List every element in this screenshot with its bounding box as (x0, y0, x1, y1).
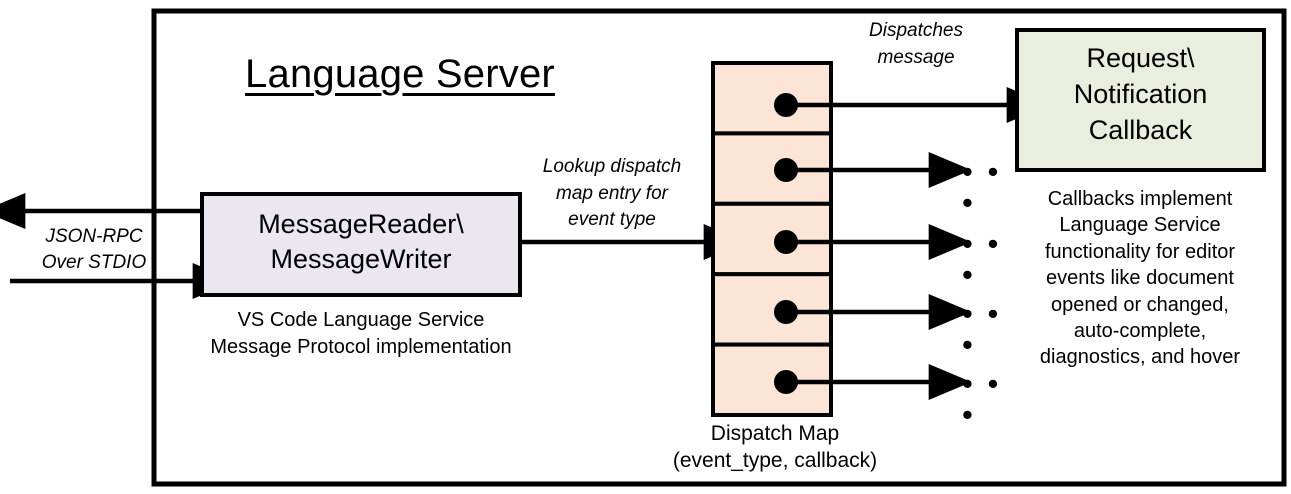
request-notification-callback-label: Request\ Notification Callback (1073, 43, 1208, 145)
message-reader-writer-label: MessageReader\ MessageWriter (258, 209, 464, 275)
dispatch-map-table[interactable] (711, 61, 833, 418)
ellipsis-row-2: • • • (962, 154, 1002, 220)
dispatch-map-row[interactable] (711, 272, 833, 347)
lookup-edge-label: Lookup dispatch map entry for event type (542, 156, 682, 231)
dispatches-edge-label: Dispatches message (869, 20, 963, 68)
ellipsis-row-4: • • • (962, 296, 1002, 362)
message-reader-writer-box[interactable] (200, 192, 522, 297)
dispatch-map-row[interactable] (711, 61, 833, 136)
jsonrpc-edge-label: JSON-RPC Over STDIO (41, 226, 147, 273)
dispatch-map-caption: Dispatch Map (event_type, callback) (672, 422, 878, 472)
language-server-frame (151, 8, 1287, 487)
callback-caption: Callbacks implement Language Service fun… (1039, 188, 1241, 369)
dispatch-map-row[interactable] (711, 201, 833, 277)
request-notification-callback-box[interactable] (1015, 28, 1266, 172)
page-title: Language Server (245, 52, 555, 96)
ellipsis-row-5: • • • (962, 366, 1002, 432)
ellipsis-row-3: • • • (962, 226, 1002, 292)
message-reader-writer-caption: VS Code Language Service Message Protoco… (210, 309, 512, 358)
